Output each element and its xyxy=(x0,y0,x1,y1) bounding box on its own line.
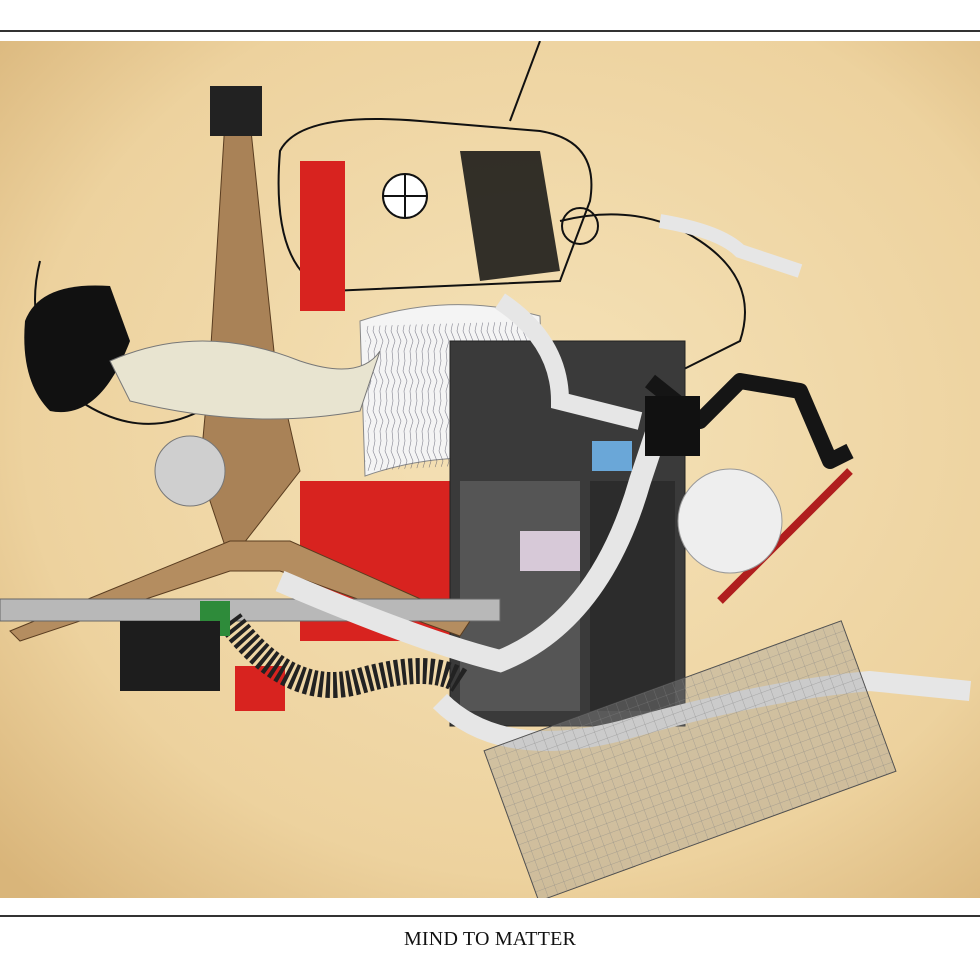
red-block xyxy=(235,666,285,711)
robot-cable-arm xyxy=(275,417,671,673)
black-letter-shape xyxy=(24,285,130,413)
robot-cable-arm xyxy=(494,293,643,430)
black-machinery xyxy=(120,621,220,691)
top-divider xyxy=(0,30,980,32)
chrome-skull xyxy=(154,435,226,507)
red-tool xyxy=(717,468,853,604)
circular-chart xyxy=(677,468,783,574)
artwork-caption: MIND TO MATTER xyxy=(403,928,577,950)
bottom-divider xyxy=(0,915,980,917)
metal-rail xyxy=(0,598,501,622)
robot-cable-arm xyxy=(658,214,803,278)
anatomical-figure xyxy=(9,86,471,642)
red-block xyxy=(300,161,345,311)
machine-sketch xyxy=(34,41,746,425)
topographic-map xyxy=(483,620,897,898)
corrugated-hose xyxy=(219,613,468,698)
collage-artwork xyxy=(0,41,980,898)
black-machine-shape xyxy=(460,151,560,281)
